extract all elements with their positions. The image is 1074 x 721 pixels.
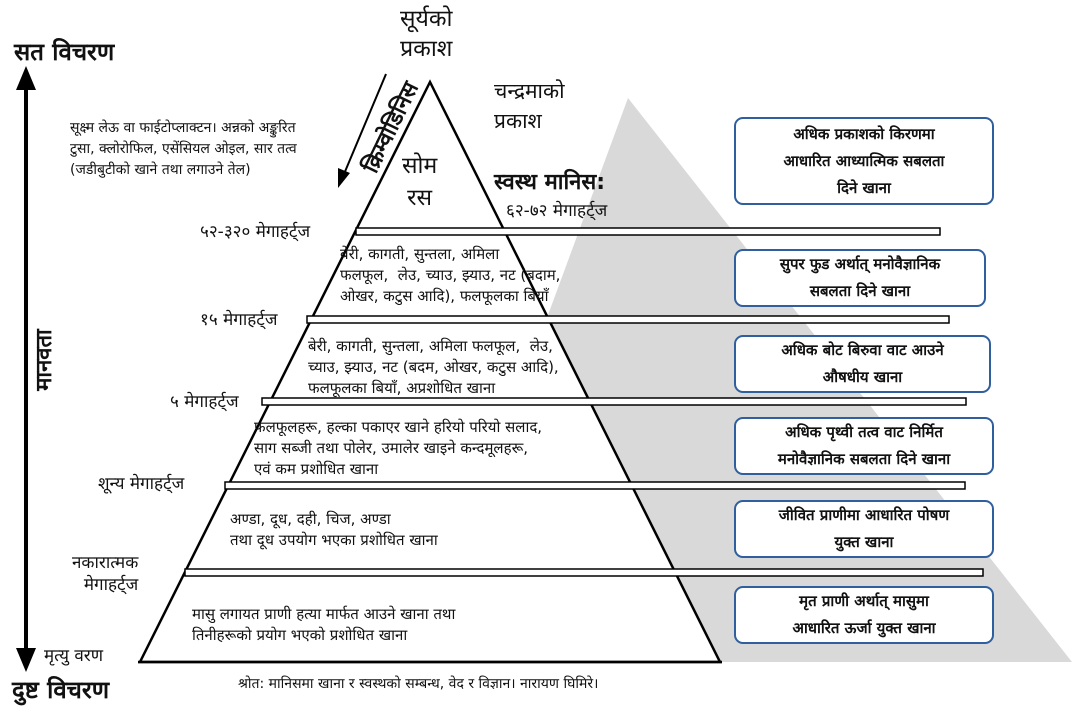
humanity-label: मानवता [32, 329, 57, 391]
separator-2 [306, 315, 950, 324]
separator-3 [261, 397, 967, 406]
level-text-1: बेरी, कागती, सुन्तला, अमिला फलफूल, लेउ, … [340, 245, 561, 305]
arrow-up-head [16, 66, 36, 90]
top-axis-label: सत विचरण [14, 38, 115, 66]
sunlight-arrow-line [343, 73, 387, 175]
level-text-2: बेरी, कागती, सुन्तला, अमिला फलफूल, लेउ, … [308, 337, 559, 397]
moon-light-label: चन्द्रमाको प्रकाश [494, 79, 565, 133]
freq-label-2: १५ मेगाहर्ट्ज [200, 310, 278, 330]
level-text-3: फलफूलहरू, हल्का पकाएर खाने हरियो परियो स… [254, 418, 543, 478]
freq-label-5: नकारात्मक मेगाहर्ट्ज [72, 553, 139, 595]
soma-label: सोम रस [402, 153, 438, 211]
category-box-3: अधिक बोट बिरुवा वाट आउने औषधीय खाना [734, 335, 991, 393]
freq-label-3: ५ मेगाहर्ट्ज [170, 392, 239, 412]
freq-label-4: शून्य मेगाहर्ट्ज [98, 474, 185, 494]
source-note: श्रोत: मानिसमा खाना र स्वस्थको सम्बन्ध, … [238, 676, 599, 692]
category-box-2: सुपर फुड अर्थात् मनोवैज्ञानिक सबलता दिने… [734, 249, 986, 307]
bottom-axis-label: दुष्ट विचरण [12, 676, 110, 704]
category-box-5: जीवित प्राणीमा आधारित पोषण युक्त खाना [734, 500, 994, 558]
freq-label-1: ५२-३२० मेगाहर्ट्ज [200, 222, 311, 242]
category-box-1: अधिक प्रकाशको किरणमा आधारित आध्यात्मिक स… [734, 117, 994, 205]
category-box-4: अधिक पृथ्वी तत्व वाट निर्मित मनोवैज्ञानि… [734, 417, 994, 475]
separator-1 [355, 227, 941, 236]
separator-5 [184, 568, 984, 577]
sunlight-arrow-head [338, 168, 350, 188]
left-note: सूक्ष्म लेऊ वा फाईटोप्लाक्टन। अन्नको अङ्… [70, 120, 297, 178]
level-text-4: अण्डा, दूध, दही, चिज, अण्डा तथा दूध उपयो… [230, 510, 438, 549]
arrow-down-head [16, 648, 36, 672]
category-box-6: मृत प्राणी अर्थात् मासुमा आधारित ऊर्जा य… [734, 586, 994, 644]
death-label: मृत्यु वरण [44, 646, 104, 666]
healthy-freq-label: ६२-७२ मेगाहर्ट्ज [506, 201, 608, 221]
healthy-human-label: स्वस्थ मानिस: [494, 170, 606, 195]
separator-4 [224, 481, 966, 490]
sun-light-label: सूर्यको प्रकाश [400, 6, 453, 62]
level-text-5: मासु लगायत प्राणी हत्या मार्फत आउने खाना… [192, 605, 456, 644]
